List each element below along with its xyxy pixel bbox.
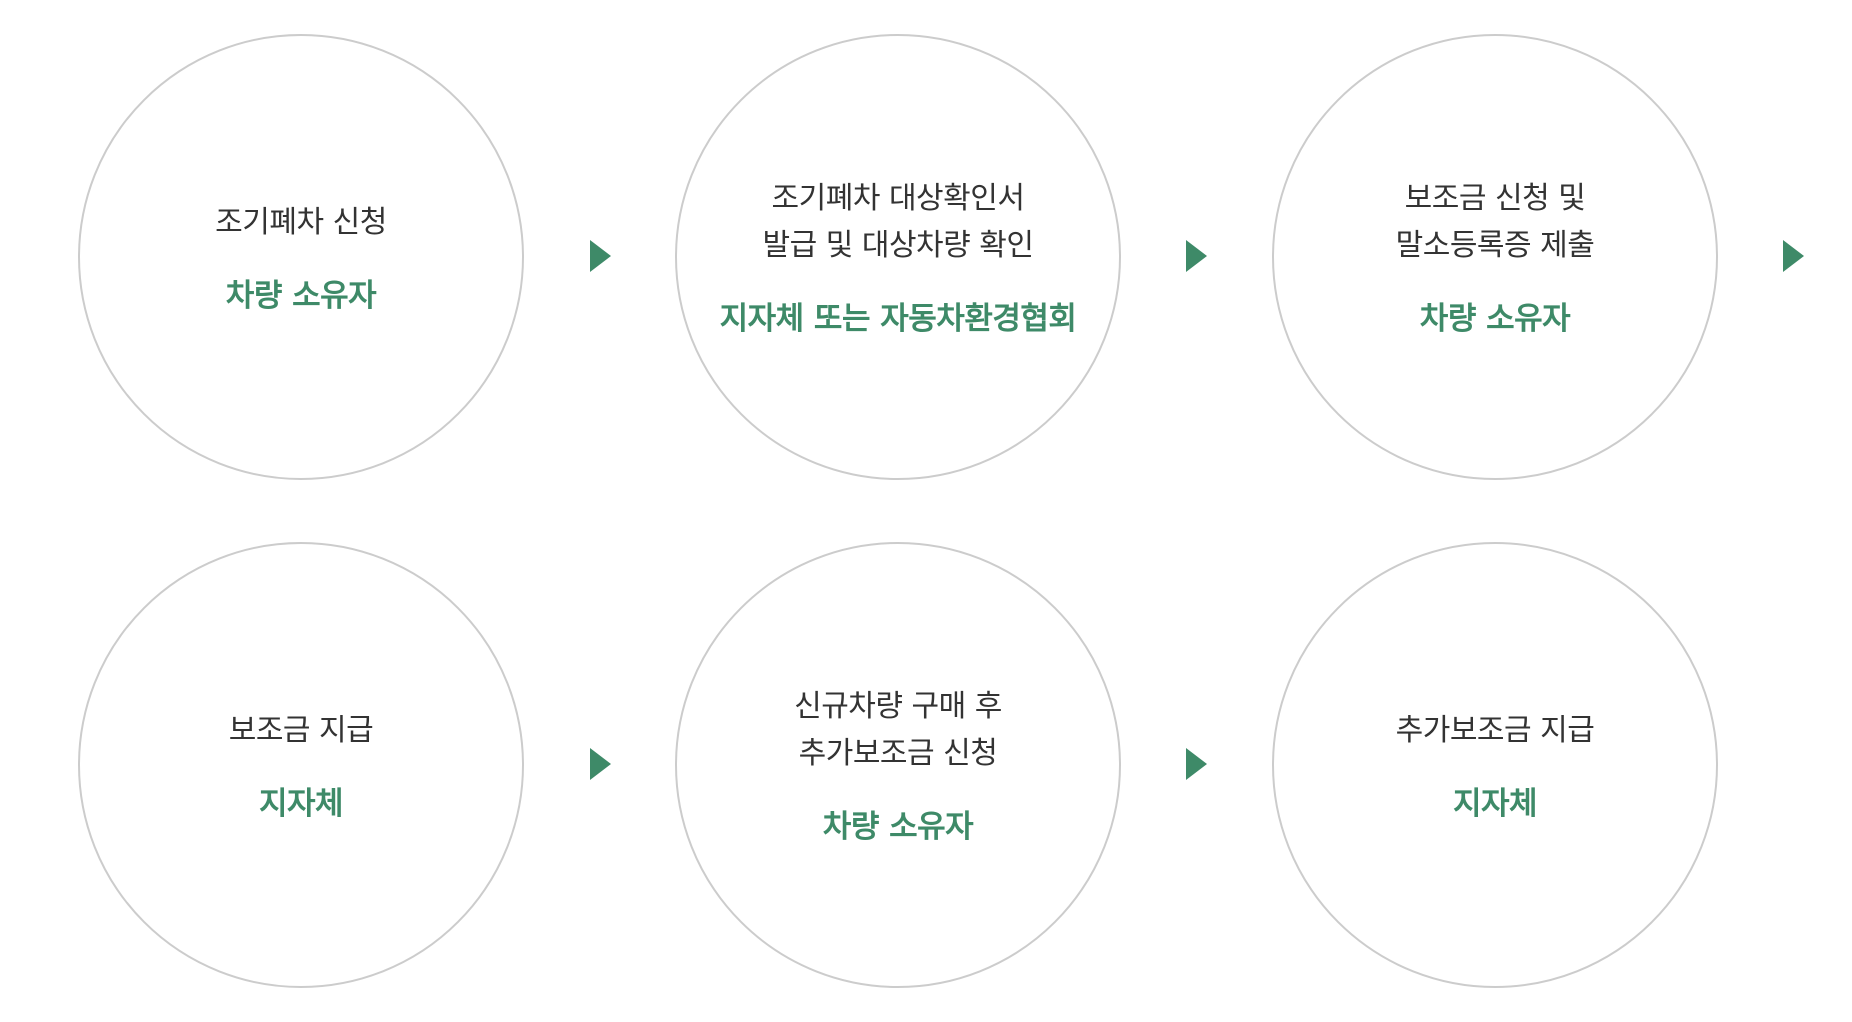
step-circle-3: 보조금 신청 및 말소등록증 제출 차량 소유자 [1272,34,1718,480]
step-description-line: 추가보조금 지급 [1395,712,1595,748]
step-description: 보조금 지급 [229,707,374,754]
step-circle-2: 조기폐차 대상확인서 발급 및 대상차량 확인 지자체 또는 자동차환경협회 [675,34,1121,480]
step-description-line: 신규차량 구매 후 [794,689,1002,724]
step-description: 보조금 신청 및 말소등록증 제출 [1396,175,1595,269]
triangle-right-icon [1186,240,1207,272]
step-circle-5: 신규차량 구매 후 추가보조금 신청 차량 소유자 [675,542,1121,988]
step-actor: 지자체 또는 자동차환경협회 [719,301,1077,337]
step-actor: 차량 소유자 [1419,301,1571,337]
step-circle-1: 조기폐차 신청 차량 소유자 [78,34,524,480]
step-description-line: 조기폐차 신청 [215,204,387,240]
step-description-line: 조기폐차 대상확인서 [771,181,1025,216]
triangle-right-icon [1186,748,1207,780]
triangle-right-icon [1783,240,1804,272]
triangle-right-icon [590,240,611,272]
step-description: 신규차량 구매 후 추가보조금 신청 [794,683,1002,777]
step-circle-4: 보조금 지급 지자체 [78,542,524,988]
step-description-line: 추가보조금 신청 [798,736,998,771]
step-description: 추가보조금 지급 [1396,707,1595,754]
step-description-line: 보조금 신청 및 [1404,181,1586,216]
step-actor: 차량 소유자 [225,277,377,314]
step-description-line: 발급 및 대상차량 확인 [762,228,1034,263]
step-description: 조기폐차 대상확인서 발급 및 대상차량 확인 [762,175,1034,269]
step-circle-6: 추가보조금 지급 지자체 [1272,542,1718,988]
step-description: 조기폐차 신청 [215,199,387,246]
step-description-line: 보조금 지급 [228,712,374,748]
triangle-right-icon [590,748,611,780]
step-actor: 지자체 [1452,785,1538,822]
step-description-line: 말소등록증 제출 [1395,228,1595,263]
step-actor: 차량 소유자 [822,809,974,845]
step-actor: 지자체 [258,785,344,822]
